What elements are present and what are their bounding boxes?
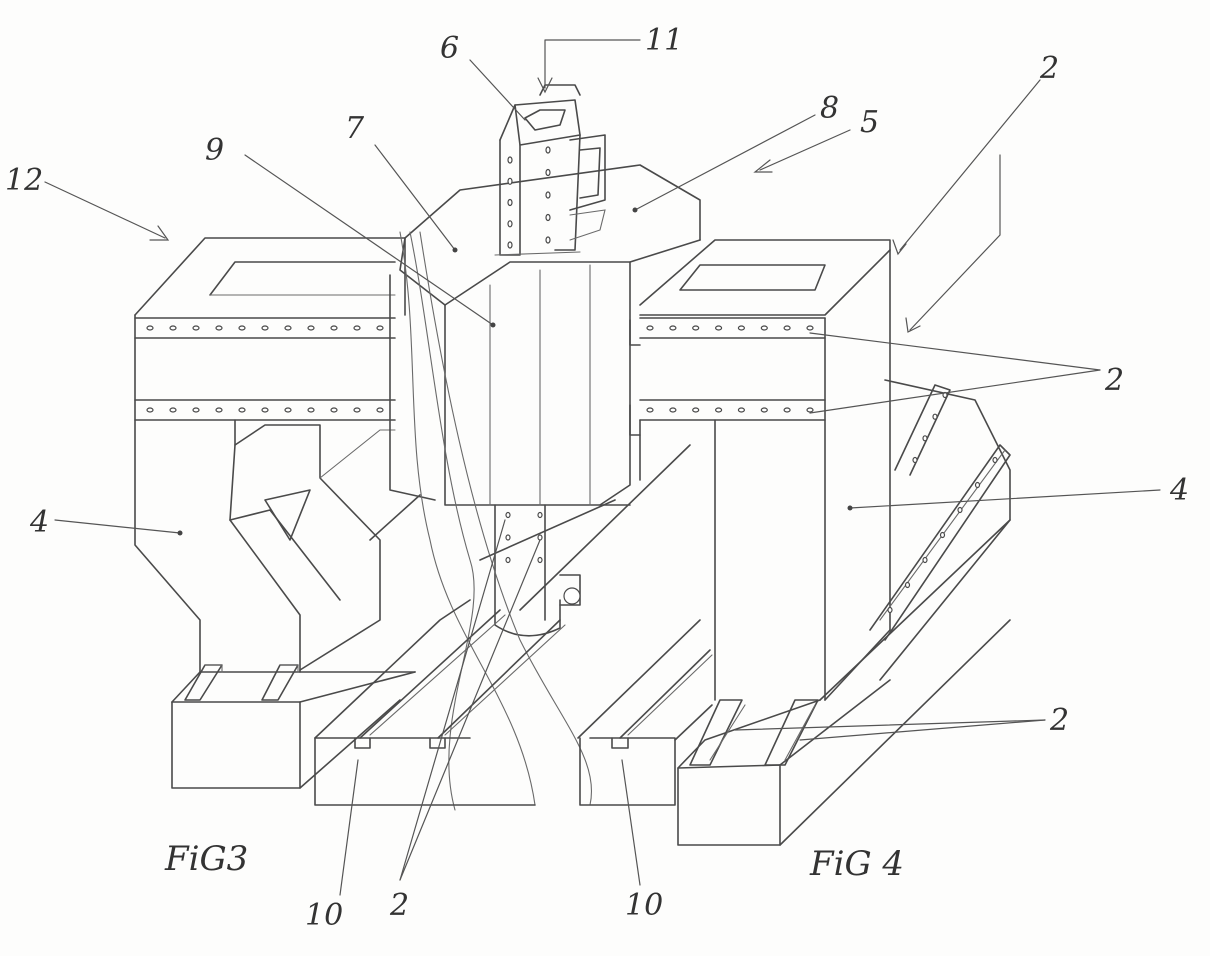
bolt-hole (646, 407, 654, 413)
bolt-hole (922, 556, 928, 564)
right-rail-holes (887, 391, 998, 614)
bolt-hole (692, 325, 700, 331)
bolt-hole (353, 407, 361, 413)
leader-dots (177, 207, 853, 536)
label-10-left: 10 (305, 898, 343, 933)
right-gantry-rail-holes (646, 325, 814, 413)
label-12: 12 (5, 163, 43, 198)
fig3-caption: FiG3 (164, 839, 248, 879)
bolt-hole (932, 413, 938, 420)
bolt-hole (507, 156, 513, 164)
bolt-hole (904, 581, 911, 589)
label-9: 9 (205, 133, 224, 168)
left-base-block (171, 664, 416, 789)
bolt-hole (545, 213, 551, 222)
label-6: 6 (440, 31, 459, 66)
bolt-hole (783, 325, 791, 331)
bolt-hole (537, 511, 543, 519)
right-gantry-upright (629, 239, 891, 701)
right-side-long-rail (819, 379, 1011, 701)
bolt-hole (330, 407, 338, 413)
bolt-hole (307, 325, 315, 331)
bolt-hole (992, 456, 998, 464)
bolt-hole (939, 531, 946, 539)
bolt-hole (169, 407, 177, 413)
bolt-hole (806, 325, 814, 331)
bolt-hole (215, 325, 223, 331)
part-labels: 11 6 7 8 5 9 12 2 2 4 4 2 10 2 10 (5, 23, 1189, 933)
bolt-hole (545, 168, 551, 177)
bolt-hole (507, 177, 513, 185)
label-4-left: 4 (29, 505, 49, 540)
bolt-hole (760, 325, 768, 331)
bolt-hole (330, 325, 338, 331)
bolt-hole (887, 606, 893, 614)
label-2-rails: 2 (1104, 363, 1124, 398)
bolt-hole (284, 407, 292, 413)
bolt-hole (192, 325, 200, 331)
bolt-hole (507, 198, 513, 207)
bolt-hole (737, 325, 746, 331)
label-2-bottom: 2 (389, 888, 409, 923)
bolt-hole (284, 325, 292, 331)
bolt-hole (169, 325, 177, 331)
bolt-hole (146, 325, 154, 331)
top-column-holes (505, 146, 551, 564)
left-gantry-upright (134, 237, 406, 673)
bolt-hole (545, 146, 551, 154)
label-2-bottom-right: 2 (1049, 703, 1069, 738)
bolt-hole (376, 407, 384, 413)
left-rail-bed (314, 494, 566, 806)
leader-lines (44, 39, 1161, 896)
top-guide-column (494, 84, 606, 256)
bolt-hole (146, 407, 154, 413)
bolt-hole (714, 325, 723, 331)
bolt-hole (261, 325, 269, 331)
bolt-hole (760, 407, 768, 413)
bolt-hole (957, 506, 963, 514)
bolt-hole (669, 325, 677, 331)
bolt-hole (238, 407, 246, 413)
label-8: 8 (820, 91, 839, 126)
bolt-hole (505, 511, 511, 519)
bolt-hole (537, 556, 543, 564)
label-2-top: 2 (1039, 51, 1059, 86)
label-7: 7 (345, 111, 365, 146)
cable-hoses (399, 231, 592, 811)
bolt-hole (912, 456, 918, 464)
label-4-right: 4 (1169, 473, 1189, 508)
bolt-hole (783, 407, 791, 413)
right-base-block (677, 619, 1011, 846)
bolt-hole (215, 407, 223, 413)
bolt-hole (714, 407, 723, 413)
label-11: 11 (645, 23, 683, 58)
bolt-hole (353, 325, 361, 331)
bolt-hole (505, 556, 511, 564)
right-rail-bed (479, 444, 713, 806)
bolt-hole (192, 407, 200, 413)
bolt-hole (307, 407, 315, 413)
bolt-hole (646, 325, 654, 331)
bolt-hole (238, 325, 246, 331)
bolt-hole (974, 481, 981, 489)
label-10-right: 10 (625, 888, 663, 923)
bolt-hole (376, 325, 384, 331)
bolt-hole (537, 534, 543, 541)
bolt-hole (507, 241, 513, 249)
bolt-hole (507, 220, 513, 228)
bolt-hole (692, 407, 700, 413)
label-5: 5 (860, 105, 879, 140)
bolt-hole (505, 534, 511, 541)
fig4-caption: FiG 4 (809, 844, 904, 884)
bolt-hole (737, 407, 746, 413)
bolt-hole (669, 407, 677, 413)
bolt-hole (545, 191, 551, 199)
bolt-hole (261, 407, 269, 413)
left-gantry-rail-holes (146, 325, 384, 413)
bolt-hole (922, 435, 928, 442)
bolt-hole (806, 407, 814, 413)
bolt-hole (545, 236, 551, 244)
